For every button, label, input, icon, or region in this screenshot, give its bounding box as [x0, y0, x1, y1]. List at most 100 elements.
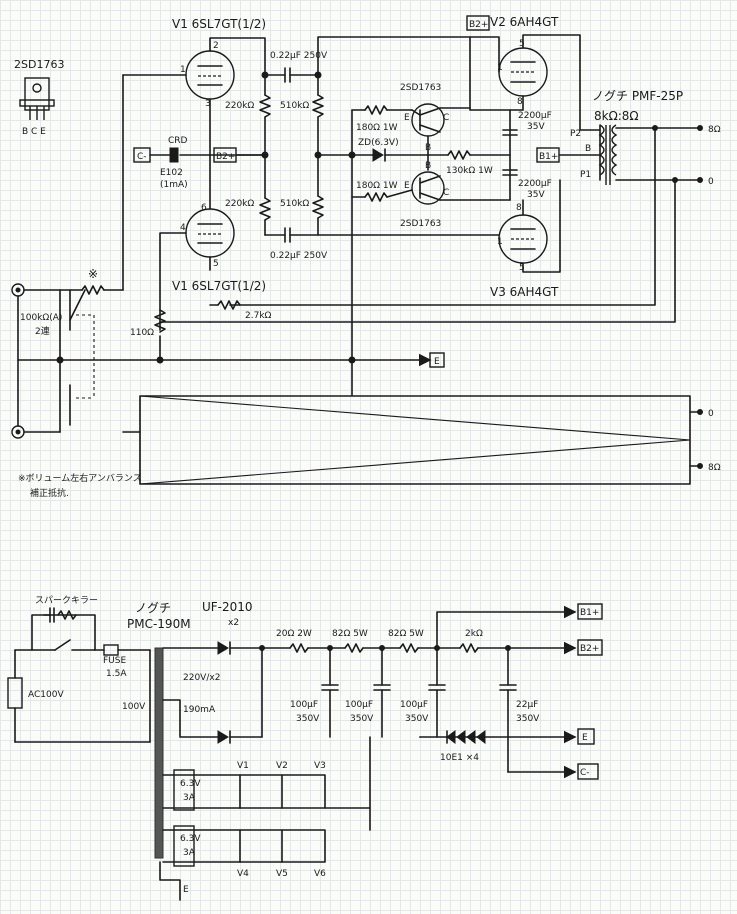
opt-name-label: ノグチ PMF-25P [592, 89, 683, 103]
diode-label: UF-2010 [202, 600, 253, 614]
spark-killer-label: スパークキラー [35, 595, 98, 606]
heater-a-voltage: 6.3V [180, 779, 201, 789]
note-line-2: 補正抵抗. [30, 487, 69, 499]
opt-p2-label: P2 [570, 129, 581, 139]
tube-v1-upper [185, 50, 235, 100]
c100c-label: 100μF [400, 700, 428, 710]
pin-label: 5 [213, 259, 219, 269]
output-8ohm-label: 8Ω [708, 125, 721, 135]
heater-v1-label: V1 [237, 761, 249, 771]
channel-2-block [139, 395, 691, 485]
opt-b-label: B [585, 144, 591, 154]
pin-label: 6 [201, 203, 207, 213]
c100a-voltage: 350V [296, 714, 320, 724]
r110-label: 110Ω [130, 328, 154, 338]
cap-bottom-label: 0.22μF 250V [270, 251, 328, 261]
pin-label: 1 [497, 237, 503, 247]
heater-a-current: 3A [183, 793, 196, 803]
primary-voltage-label: 100V [122, 702, 146, 712]
output2-0-label: 0 [708, 409, 714, 419]
pin-label: 5 [519, 39, 525, 49]
heater-v3-label: V3 [314, 761, 326, 771]
tag-b1-power-text: B1+ [580, 608, 599, 618]
heater-v5-label: V5 [276, 869, 288, 879]
r27k-label: 2.7kΩ [245, 311, 272, 321]
tr-pin: B [425, 161, 431, 171]
pin-label: 5 [519, 263, 525, 273]
secondary-current-label: 190mA [183, 705, 216, 715]
pin-label: 1 [497, 63, 503, 73]
tag-c-minus: C- [133, 147, 151, 163]
output-0-label: 0 [708, 177, 714, 187]
v3-label: V3 6AH4GT [490, 285, 559, 299]
amplifier-wiring [11, 34, 701, 485]
tube-v3 [498, 214, 548, 264]
note-line-1: ※ボリューム左右アンバランス [18, 472, 142, 484]
ac-label: AC100V [28, 690, 64, 700]
tag-b2-text: B2+ [216, 152, 235, 162]
opt-p1-label: P1 [580, 170, 591, 180]
diode-chain-label: 10E1 ×4 [440, 753, 479, 763]
pin-label: 4 [180, 223, 186, 233]
tr-pin: E [404, 181, 410, 191]
crd-current-label: (1mA) [160, 180, 188, 190]
tag-c-power-text: C- [580, 768, 590, 778]
tag-c-minus-text: C- [137, 152, 147, 162]
power-transformer-core [154, 647, 164, 859]
volume-gang-label: 2連 [35, 325, 50, 337]
r82b-label: 82Ω 5W [388, 629, 424, 639]
c22-label: 22μF [516, 700, 538, 710]
tag-b2-top-text: B2+ [469, 20, 488, 30]
tr-part-label: 2SD1763 [14, 58, 64, 71]
volume-label: 100kΩ(A) [20, 313, 62, 323]
heater-v6-label: V6 [314, 869, 326, 879]
heater-b-current: 3A [183, 848, 196, 858]
r180-lower-label: 180Ω 1W [356, 181, 398, 191]
tube-v2 [498, 47, 548, 97]
output2-8ohm-label: 8Ω [708, 463, 721, 473]
zener-label: ZD(6.3V) [358, 138, 399, 148]
pt-model-label: PMC-190M [127, 617, 191, 631]
c100b-voltage: 350V [350, 714, 374, 724]
r20-label: 20Ω 2W [276, 629, 312, 639]
tube-v1-lower [185, 208, 235, 258]
tr-pin: C [443, 113, 449, 123]
chassis-ground-label: E [183, 885, 189, 895]
tag-e-power-text: E [582, 733, 588, 743]
tag-b2-power-text: B2+ [580, 644, 599, 654]
pin-label: 8 [516, 203, 522, 213]
cap2200-upper-label: 2200μF [518, 111, 552, 121]
cap2200-lower-label: 2200μF [518, 179, 552, 189]
heater-b-voltage: 6.3V [180, 834, 201, 844]
tag-c-minus-power: C- [577, 763, 599, 780]
tr-pin: C [443, 188, 449, 198]
tag-e-power: E [577, 728, 595, 745]
crd-part-label: E102 [160, 168, 183, 178]
tag-b1-plus: B1+ [536, 147, 560, 163]
tr-pin-label: B C E [22, 127, 46, 137]
tag-b1-text: B1+ [539, 152, 558, 162]
transistor-package-icon [19, 77, 55, 120]
pin-label: 8 [517, 97, 523, 107]
r510k-upper-label: 510kΩ [280, 101, 309, 111]
tr-pin: E [404, 113, 410, 123]
cap-top-label: 0.22μF 250V [270, 51, 328, 61]
pin-label: 3 [205, 99, 211, 109]
tr-pin: B [425, 143, 431, 153]
c100a-label: 100μF [290, 700, 318, 710]
fuse-rating-label: 1.5A [106, 669, 127, 679]
power-supply-wiring [7, 605, 577, 901]
r130k-label: 130kΩ 1W [446, 166, 493, 176]
tr-lower-label: 2SD1763 [400, 219, 441, 229]
r82a-label: 82Ω 5W [332, 629, 368, 639]
v1-upper-label: V1 6SL7GT(1/2) [172, 17, 266, 31]
tag-b2-power: B2+ [577, 639, 603, 656]
heater-v4-label: V4 [237, 869, 249, 879]
cap2200-lower-voltage: 35V [527, 190, 545, 200]
c22-voltage: 350V [516, 714, 540, 724]
tag-b2-plus-mid: B2+ [213, 147, 237, 163]
r180-upper-label: 180Ω 1W [356, 123, 398, 133]
c100b-label: 100μF [345, 700, 373, 710]
pin-label: 2 [213, 41, 219, 51]
